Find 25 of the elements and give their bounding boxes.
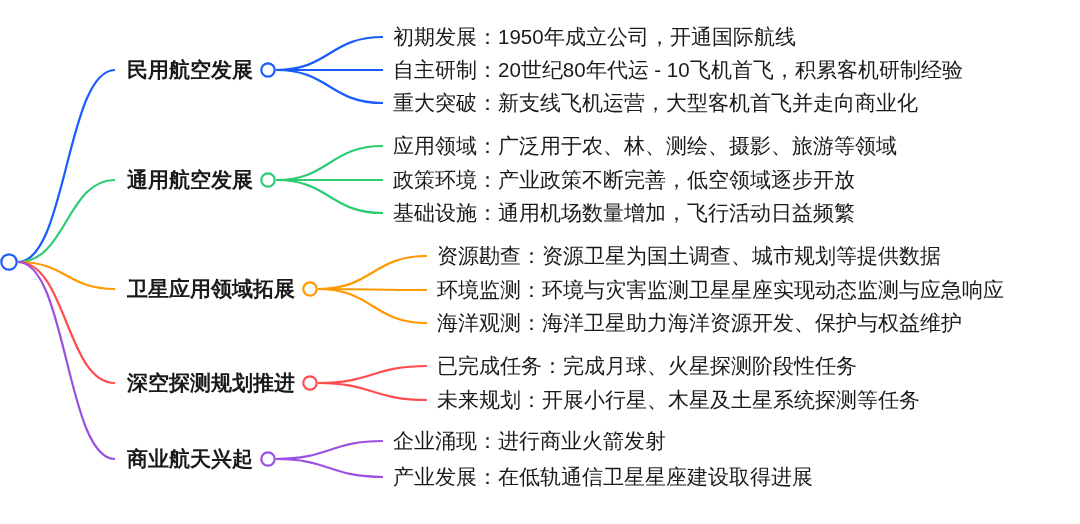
- leaf-label: 自主研制：20世纪80年代运 - 10飞机首飞，积累客机研制经验: [383, 56, 963, 84]
- leaf-label: 重大突破：新支线飞机运营，大型客机首飞并走向商业化: [383, 89, 918, 117]
- leaf-label: 环境监测：环境与灾害监测卫星星座实现动态监测与应急响应: [427, 276, 1004, 304]
- leaf-label: 产业发展：在低轨通信卫星星座建设取得进展: [383, 463, 813, 491]
- branch-label: 民用航空发展: [127, 57, 253, 83]
- leaf-label: 已完成任务：完成月球、火星探测阶段性任务: [427, 352, 857, 380]
- branch-label: 卫星应用领域拓展: [127, 276, 295, 302]
- branch-label: 深空探测规划推进: [127, 370, 295, 396]
- connector-line: [317, 287, 428, 325]
- connector-line: [275, 457, 384, 479]
- leaf-label: 未来规划：开展小行星、木星及土星系统探测等任务: [427, 386, 920, 414]
- connector-line: [17, 260, 116, 461]
- connector-line: [275, 178, 384, 215]
- leaf-label: 企业涌现：进行商业火箭发射: [383, 427, 666, 455]
- connector-line: [317, 381, 428, 402]
- leaf-label: 政策环境：产业政策不断完善，低空领域逐步开放: [383, 166, 855, 194]
- leaf-label: 资源勘查：资源卫星为国土调查、城市规划等提供数据: [427, 242, 941, 270]
- connector-line: [275, 68, 384, 105]
- leaf-label: 初期发展：1950年成立公司，开通国际航线: [383, 23, 796, 51]
- root-circle: [0, 253, 18, 271]
- leaf-label: 应用领域：广泛用于农、林、测绘、摄影、旅游等领域: [383, 132, 897, 160]
- leaf-label: 基础设施：通用机场数量增加，飞行活动日益频繁: [383, 199, 855, 227]
- branch-label: 通用航空发展: [127, 167, 253, 193]
- branch-label: 商业航天兴起: [127, 446, 253, 472]
- leaf-label: 海洋观测：海洋卫星助力海洋资源开发、保护与权益维护: [427, 309, 962, 337]
